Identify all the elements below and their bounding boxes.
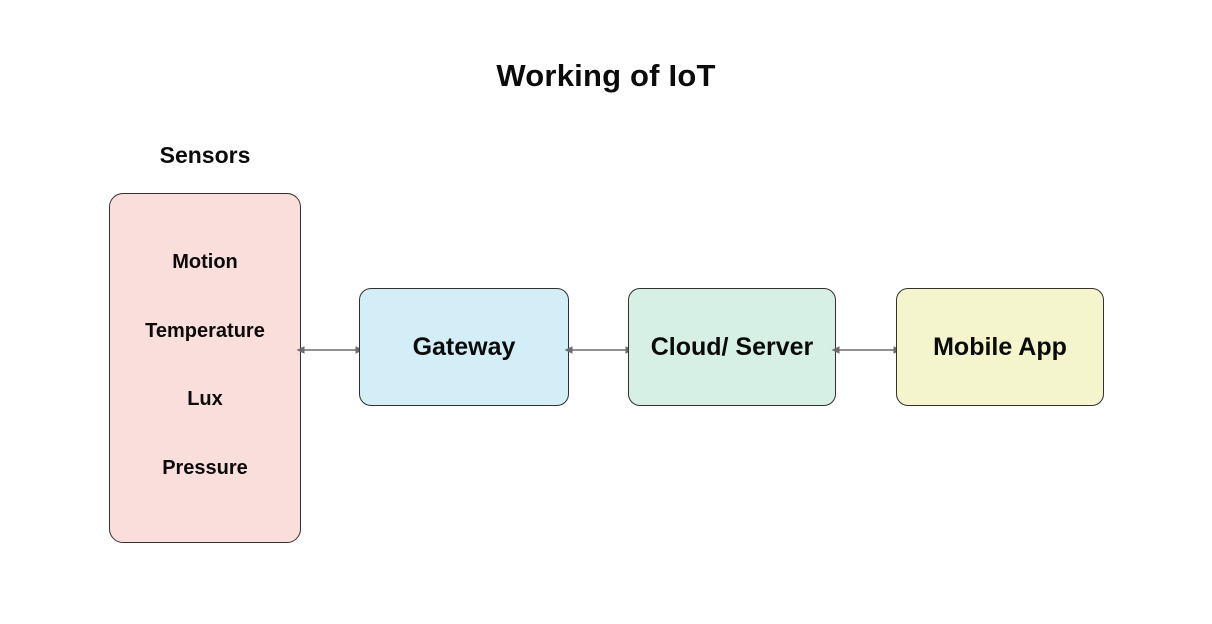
node-mobile-app-label: Mobile App bbox=[933, 332, 1067, 361]
sensor-item-lux: Lux bbox=[187, 388, 223, 411]
connector-gateway-cloud bbox=[563, 330, 635, 370]
connector-sensors-gateway bbox=[295, 330, 365, 370]
page-title: Working of IoT bbox=[496, 58, 716, 93]
node-gateway[interactable]: Gateway bbox=[359, 288, 569, 406]
node-cloud-server[interactable]: Cloud/ Server bbox=[628, 288, 836, 406]
sensor-item-motion: Motion bbox=[172, 251, 238, 274]
node-sensors[interactable]: Motion Temperature Lux Pressure bbox=[109, 193, 301, 543]
connector-cloud-mobile bbox=[830, 330, 903, 370]
node-mobile-app[interactable]: Mobile App bbox=[896, 288, 1104, 406]
node-gateway-label: Gateway bbox=[412, 332, 516, 361]
sensor-item-temperature: Temperature bbox=[145, 319, 265, 342]
sensors-group-label: Sensors bbox=[159, 142, 251, 168]
node-cloud-server-label: Cloud/ Server bbox=[650, 332, 814, 361]
sensor-item-pressure: Pressure bbox=[162, 456, 248, 479]
